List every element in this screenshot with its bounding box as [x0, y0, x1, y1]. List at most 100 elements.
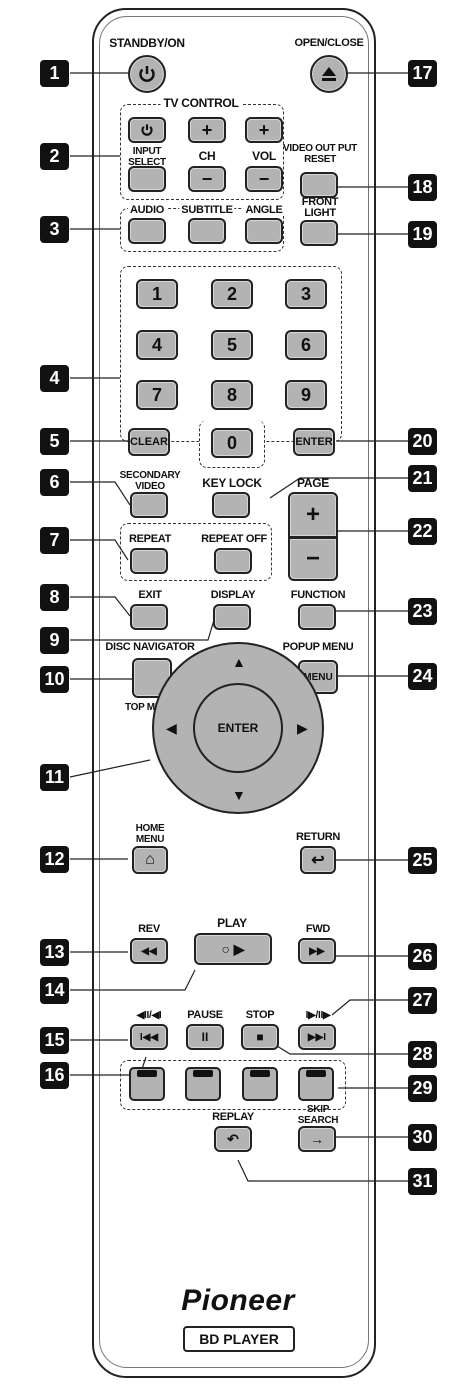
- skip-search-button[interactable]: →: [298, 1126, 336, 1152]
- callout-10: 10: [40, 666, 69, 693]
- callout-2: 2: [40, 143, 69, 170]
- arrow-up-button[interactable]: ▲: [232, 654, 246, 670]
- callout-25: 25: [408, 847, 437, 874]
- open-close-button[interactable]: [310, 55, 348, 93]
- input-select-label: INPUT SELECT: [128, 146, 166, 168]
- brand-logo: Pioneer: [181, 1284, 295, 1317]
- color-key-2-button[interactable]: [185, 1067, 221, 1101]
- display-label: DISPLAY: [210, 589, 256, 601]
- number-1-button[interactable]: 1: [136, 279, 178, 309]
- replay-icon: ↶: [227, 1130, 239, 1147]
- front-light-label: FRONT LIGHT: [301, 196, 339, 219]
- tv-vol-minus-button[interactable]: −: [245, 166, 283, 192]
- home-menu-label: HOME MENU: [135, 823, 165, 845]
- callout-31: 31: [408, 1168, 437, 1195]
- dpad-enter-button[interactable]: ENTER: [193, 683, 283, 773]
- rev-button[interactable]: ◀◀: [130, 938, 168, 964]
- callout-1: 1: [40, 60, 69, 87]
- step-fwd-label: I▶/II▶: [305, 1010, 331, 1021]
- front-light-button[interactable]: [300, 220, 338, 246]
- tv-control-label: TV CONTROL: [160, 97, 242, 109]
- color-key-4-button[interactable]: [298, 1067, 334, 1101]
- number-5-button[interactable]: 5: [211, 330, 253, 360]
- callout-5: 5: [40, 428, 69, 455]
- callout-17: 17: [408, 60, 437, 87]
- clear-button[interactable]: CLEAR: [128, 428, 170, 456]
- callout-16: 16: [40, 1062, 69, 1089]
- pause-icon: II: [201, 1030, 209, 1044]
- pause-label: PAUSE: [187, 1009, 223, 1021]
- enter-button[interactable]: ENTER: [293, 428, 335, 456]
- repeat-button[interactable]: [130, 548, 168, 574]
- repeat-off-label: REPEAT OFF: [201, 533, 267, 545]
- repeat-group: [120, 523, 272, 581]
- top-menu-label: TOP MENU: [124, 702, 176, 713]
- color-keys-group: [120, 1060, 346, 1110]
- arrow-down-button[interactable]: ▼: [232, 787, 246, 803]
- callout-7: 7: [40, 527, 69, 554]
- callout-14: 14: [40, 977, 69, 1004]
- callout-20: 20: [408, 428, 437, 455]
- tv-power-button[interactable]: [128, 117, 166, 143]
- pause-button[interactable]: II: [186, 1024, 224, 1050]
- page-minus-button[interactable]: −: [288, 537, 338, 581]
- return-label: RETURN: [295, 831, 341, 843]
- tv-vol-plus-button[interactable]: +: [245, 117, 283, 143]
- tv-ch-minus-button[interactable]: −: [188, 166, 226, 192]
- return-icon: ↩: [311, 852, 325, 869]
- number-4-button[interactable]: 4: [136, 330, 178, 360]
- number-8-button[interactable]: 8: [211, 380, 253, 410]
- video-output-reset-button[interactable]: [300, 172, 338, 198]
- replay-button[interactable]: ↶: [214, 1126, 252, 1152]
- number-9-button[interactable]: 9: [285, 380, 327, 410]
- audio-button[interactable]: [128, 218, 166, 244]
- subtitle-label: SUBTITLE: [179, 204, 235, 216]
- next-button[interactable]: ▶▶I: [298, 1024, 336, 1050]
- number-6-button[interactable]: 6: [285, 330, 327, 360]
- callout-29: 29: [408, 1075, 437, 1102]
- popup-menu-label: POPUP MENU: [282, 641, 354, 653]
- arrow-right-button[interactable]: ▶: [297, 720, 308, 736]
- exit-button[interactable]: [130, 604, 168, 630]
- callout-11: 11: [40, 764, 69, 791]
- standby-button[interactable]: [128, 55, 166, 93]
- callout-13: 13: [40, 939, 69, 966]
- number-0-button[interactable]: 0: [211, 428, 253, 458]
- repeat-off-button[interactable]: [214, 548, 252, 574]
- arrow-left-button[interactable]: ◀: [166, 720, 177, 736]
- input-select-button[interactable]: [128, 166, 166, 192]
- eject-icon: [322, 67, 336, 81]
- callout-24: 24: [408, 663, 437, 690]
- fast-forward-icon: ▶▶: [309, 945, 325, 957]
- number-2-button[interactable]: 2: [211, 279, 253, 309]
- return-button[interactable]: ↩: [300, 846, 336, 874]
- color-key-3-button[interactable]: [242, 1067, 278, 1101]
- next-icon: ▶▶I: [307, 1031, 327, 1043]
- number-3-button[interactable]: 3: [285, 279, 327, 309]
- prev-button[interactable]: I◀◀: [130, 1024, 168, 1050]
- fwd-label: FWD: [305, 923, 331, 935]
- secondary-video-button[interactable]: [130, 492, 168, 518]
- fwd-button[interactable]: ▶▶: [298, 938, 336, 964]
- callout-23: 23: [408, 598, 437, 625]
- callout-30: 30: [408, 1124, 437, 1151]
- color-key-1-button[interactable]: [129, 1067, 165, 1101]
- audio-label: AUDIO: [128, 204, 166, 216]
- angle-button[interactable]: [245, 218, 283, 244]
- stop-button[interactable]: ■: [241, 1024, 279, 1050]
- callout-22: 22: [408, 518, 437, 545]
- callout-9: 9: [40, 627, 69, 654]
- number-7-button[interactable]: 7: [136, 380, 178, 410]
- angle-label: ANGLE: [243, 204, 285, 216]
- subtitle-button[interactable]: [188, 218, 226, 244]
- rewind-icon: ◀◀: [141, 945, 157, 957]
- tv-ch-plus-button[interactable]: +: [188, 117, 226, 143]
- function-button[interactable]: [298, 604, 336, 630]
- display-button[interactable]: [213, 604, 251, 630]
- page-plus-button[interactable]: +: [288, 492, 338, 538]
- play-button[interactable]: ○ ▶: [194, 933, 272, 965]
- key-lock-button[interactable]: [212, 492, 250, 518]
- function-label: FUNCTION: [290, 589, 346, 601]
- home-menu-button[interactable]: ⌂: [132, 846, 168, 874]
